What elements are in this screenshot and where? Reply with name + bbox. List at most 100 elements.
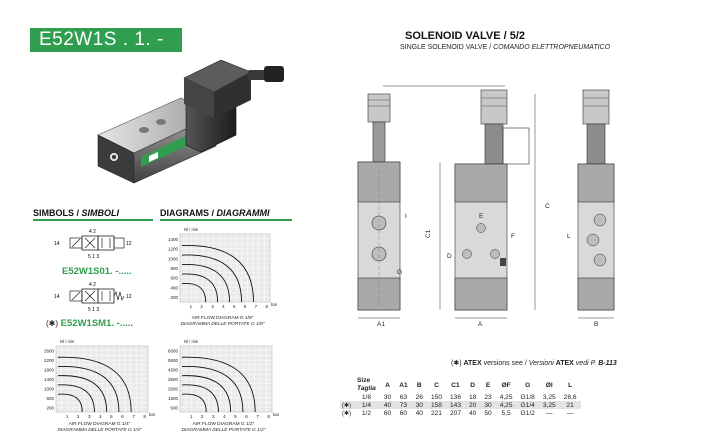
table-cell: 158 [426, 401, 446, 409]
column-header: C [434, 381, 439, 389]
dim-label-A1: A1 [377, 321, 385, 328]
y-tick-label: 2200 [44, 358, 55, 363]
symbol-port-left: 14 [54, 241, 60, 247]
x-tick-label: 8 [265, 304, 268, 309]
table-cell: 3,25 [542, 393, 556, 401]
y-tick-label: 600 [46, 396, 54, 401]
x-tick-label: 5 [110, 414, 113, 419]
table-cell: 26 [415, 393, 423, 401]
table-cell: — [545, 409, 553, 417]
table-cell: 5,5 [501, 409, 511, 417]
table-cell: 28,6 [563, 393, 577, 401]
y-unit-label: Nl / min [60, 339, 75, 344]
x-unit-label: bar [271, 302, 278, 307]
table-cell: 60 [399, 409, 408, 417]
table-cell: 23 [484, 393, 492, 401]
x-unit-label: bar [149, 412, 156, 417]
column-header: A1 [399, 381, 408, 389]
table-cell: — [566, 409, 574, 417]
x-unit-label: bar [273, 412, 280, 417]
table-cell: 3,25 [538, 401, 560, 409]
diagrams-heading: DIAGRAMS / DIAGRAMMI [160, 208, 270, 218]
x-tick-label: 6 [121, 414, 124, 419]
symbol-port-left: 14 [54, 294, 60, 300]
symbol-port-right: 12 [126, 294, 132, 300]
pressure-curve [181, 245, 254, 303]
table-cell: 40 [469, 409, 477, 417]
table-cell: 30 [411, 401, 427, 409]
pressure-curve [181, 393, 207, 413]
y-tick-label: 6000 [168, 349, 179, 354]
column-header: G [525, 381, 531, 389]
y-tick-label: 200 [170, 295, 178, 300]
dim-label-I: I [405, 213, 407, 220]
column-header: B [416, 381, 422, 389]
y-unit-label: Nl / min [184, 339, 199, 344]
size-cell: 1/4 [353, 401, 380, 409]
atex-mark-cell [340, 393, 353, 401]
y-tick-label: 2500 [168, 386, 179, 391]
drawing-side-view: C1 D E F A C [383, 85, 550, 328]
column-header: A [385, 381, 390, 389]
symbol-port-bottom: 5 1 3 [88, 307, 99, 313]
atex-mark-cell: (✱) [342, 410, 352, 417]
table-cell: 221 [430, 409, 442, 417]
product-code-banner: E52W1S . 1. - ..... [30, 28, 182, 74]
flow-diagram-1-2-caption: AIR FLOW DIAGRAM G 1/2"DIAGRAMMA DELLE P… [181, 422, 266, 433]
symbol-port-right: 12 [126, 241, 132, 247]
x-tick-label: 1 [66, 414, 69, 419]
valve-product-illustration [97, 60, 284, 184]
table-cell: 150 [430, 393, 442, 401]
table-cell: 20 [465, 401, 481, 409]
flow-diagram-1-4-caption: AIR FLOW DIAGRAM G 1/4"DIAGRAMMA DELLE P… [57, 422, 142, 433]
x-tick-label: 4 [222, 304, 225, 309]
y-tick-label: 1500 [168, 396, 179, 401]
x-tick-label: 2 [200, 304, 203, 309]
dim-label-C1: C1 [425, 229, 432, 238]
table-cell: 4,25 [499, 393, 513, 401]
table-cell: G1/2 [520, 409, 535, 417]
pressure-curve [181, 264, 231, 303]
pressure-curve [181, 384, 219, 413]
size-cell: 1/2 [361, 409, 372, 417]
y-tick-label: 1200 [168, 247, 179, 252]
valve-symbol-solenoid-spring: 4 2 14 12 5 1 3 [54, 229, 132, 260]
x-tick-label: 7 [132, 414, 135, 419]
valve-symbol-solenoid-spring-atex: 4 2 14 12 5 1 3 [54, 282, 132, 313]
dim-label-D: D [447, 253, 452, 260]
table-cell: G1/4 [516, 401, 539, 409]
pressure-curve [181, 356, 256, 413]
table-cell: 21 [559, 401, 581, 409]
dim-label-E: E [479, 213, 484, 220]
table-cell: 60 [383, 409, 392, 417]
x-tick-label: 2 [201, 414, 204, 419]
x-tick-label: 3 [211, 304, 214, 309]
dim-label-F: F [511, 233, 515, 240]
y-tick-label: 2600 [44, 349, 55, 354]
pressure-curve [57, 366, 120, 413]
table-cell: 18 [469, 393, 477, 401]
y-tick-label: 1400 [44, 377, 55, 382]
x-tick-label: 3 [88, 414, 91, 419]
y-tick-label: 600 [170, 276, 178, 281]
dim-label-C: C [545, 203, 550, 210]
table-cell: 50 [484, 409, 492, 417]
column-header: C1 [451, 381, 460, 389]
y-tick-label: 1000 [168, 256, 179, 261]
table-cell: 73 [395, 401, 412, 409]
atex-mark-cell: (✱) [340, 401, 354, 409]
y-tick-label: 1800 [44, 368, 55, 373]
pressure-curve [181, 273, 219, 303]
symbol-port-top: 4 2 [89, 282, 96, 288]
x-tick-label: 2 [77, 414, 80, 419]
y-tick-label: 1400 [168, 237, 179, 242]
column-header: L [568, 381, 573, 389]
dimension-drawings: A1 I G C1 D E F A C [357, 85, 615, 328]
y-tick-label: 500 [170, 405, 178, 410]
x-tick-label: 6 [244, 304, 247, 309]
x-tick-label: 1 [190, 414, 193, 419]
pressure-curve [57, 375, 108, 413]
